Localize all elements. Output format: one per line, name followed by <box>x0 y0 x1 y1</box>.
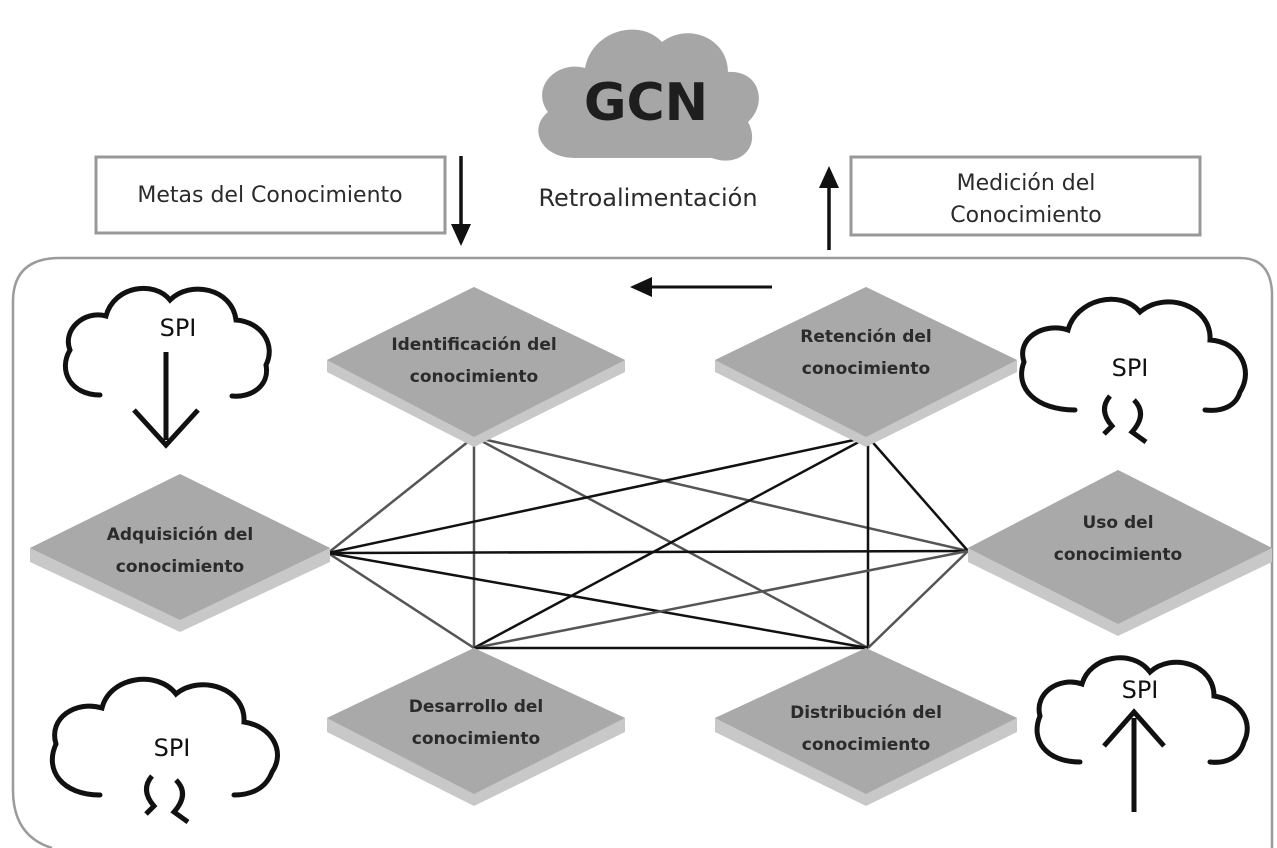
svg-text:conocimiento: conocimiento <box>1054 545 1182 565</box>
svg-text:conocimiento: conocimiento <box>410 367 538 387</box>
link-adquisicion-desarrollo <box>327 551 475 650</box>
link-ident-adquisicion <box>327 436 475 554</box>
svg-text:Adquisición del: Adquisición del <box>107 525 254 545</box>
measure-box: Medición del Conocimiento <box>849 155 1202 237</box>
link-ident-uso <box>473 435 969 553</box>
goals-label: Metas del Conocimiento <box>137 183 402 208</box>
svg-text:SPI: SPI <box>1112 354 1149 382</box>
feedback-label: Retroalimentación <box>538 184 757 212</box>
measure-label-line1: Medición del <box>957 171 1096 196</box>
tile-retencion: Retención del conocimiento <box>715 287 1017 447</box>
svg-text:Distribución del: Distribución del <box>790 703 942 723</box>
link-retencion-desarrollo <box>473 435 869 650</box>
process-frame <box>11 256 1274 848</box>
svg-text:SPI: SPI <box>1122 676 1159 704</box>
svg-text:SPI: SPI <box>160 314 197 342</box>
svg-text:Uso del: Uso del <box>1082 513 1153 533</box>
gcn-cloud: GCN <box>538 29 759 161</box>
svg-text:conocimiento: conocimiento <box>412 729 540 749</box>
svg-text:Identificación del: Identificación del <box>391 335 556 355</box>
spi-cloud-upload-icon: SPI <box>1034 655 1250 812</box>
svg-text:SPI: SPI <box>154 734 191 762</box>
spi-cloud-refresh-icon: SPI <box>1019 296 1248 445</box>
link-adquisicion-distribucion <box>327 551 869 650</box>
link-retencion-uso <box>867 436 969 552</box>
svg-text:conocimiento: conocimiento <box>116 557 244 577</box>
connection-lines <box>327 435 969 650</box>
spi-cloud-download-icon: SPI <box>63 285 272 449</box>
link-adquisicion-uso <box>327 549 969 555</box>
svg-text:conocimiento: conocimiento <box>802 359 930 379</box>
svg-text:Desarrollo del: Desarrollo del <box>409 697 543 717</box>
svg-text:Retención del: Retención del <box>800 327 932 347</box>
link-uso-distribucion <box>867 550 969 649</box>
tile-uso: Uso del conocimiento <box>968 470 1272 636</box>
spi-cloud-refresh-icon-bottom: SPI <box>49 676 280 825</box>
tile-adquisicion: Adquisición del conocimiento <box>30 474 330 632</box>
tile-identificacion: Identificación del conocimiento <box>327 287 625 447</box>
goals-down-arrow <box>451 156 471 246</box>
link-uso-desarrollo <box>473 549 969 650</box>
goals-box: Metas del Conocimiento <box>94 155 447 235</box>
tile-distribucion: Distribución del conocimiento <box>715 648 1017 806</box>
measure-label-line2: Conocimiento <box>950 203 1102 228</box>
measure-up-arrow <box>819 166 839 250</box>
link-retencion-adquisicion <box>327 435 869 555</box>
gcn-title: GCN <box>584 73 708 133</box>
cycle-left-arrow <box>630 277 772 297</box>
tile-desarrollo: Desarrollo del conocimiento <box>327 648 625 806</box>
svg-text:conocimiento: conocimiento <box>802 735 930 755</box>
